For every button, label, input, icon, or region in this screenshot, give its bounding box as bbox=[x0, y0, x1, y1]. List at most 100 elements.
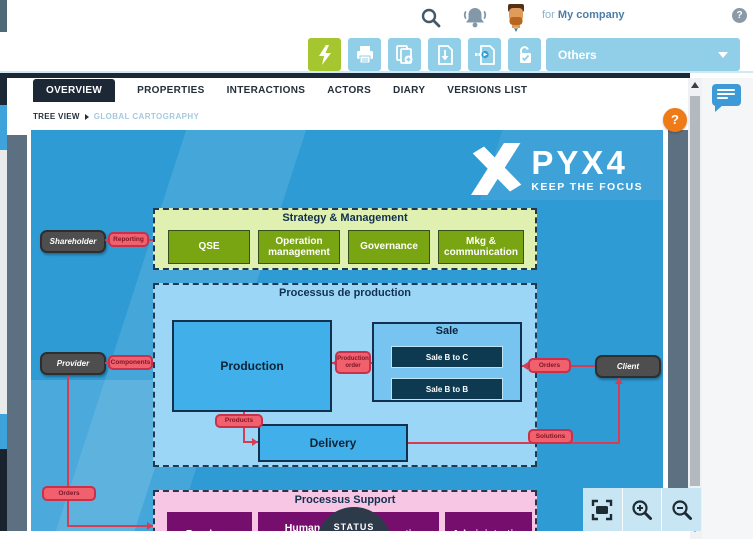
tab-actors[interactable]: ACTORS bbox=[327, 85, 372, 96]
actor-provider[interactable]: Provider bbox=[40, 352, 106, 375]
process-sale-b2c[interactable]: Sale B to C bbox=[391, 346, 503, 368]
process-operation-management[interactable]: Operation management bbox=[258, 230, 340, 264]
bottom-margin bbox=[0, 531, 690, 539]
breadcrumb-root[interactable]: TREE VIEW bbox=[33, 112, 80, 121]
process-sale-b2b[interactable]: Sale B to B bbox=[391, 378, 503, 400]
flow-label-orders-client[interactable]: Orders bbox=[528, 358, 571, 373]
pyx4-logo-icon bbox=[471, 143, 522, 195]
document-download-icon bbox=[437, 44, 453, 65]
flow-label-products[interactable]: Products bbox=[215, 414, 263, 428]
arrow-icon bbox=[615, 378, 623, 384]
zone-strategy-title: Strategy & Management bbox=[282, 212, 408, 224]
flow-label-orders-support[interactable]: Orders bbox=[42, 486, 96, 501]
actor-shareholder[interactable]: Shareholder bbox=[40, 230, 106, 253]
canvas-gutter-left bbox=[7, 135, 27, 531]
logo-brand: PYX4 bbox=[531, 143, 628, 181]
export-button[interactable] bbox=[468, 38, 501, 71]
tab-overview[interactable]: OVERVIEW bbox=[33, 79, 116, 102]
cartography-canvas[interactable]: PYX4 KEEP THE FOCUS Strategy & Managemen… bbox=[31, 130, 663, 531]
import-button[interactable] bbox=[428, 38, 461, 71]
flow-line bbox=[67, 376, 69, 527]
tab-properties[interactable]: PROPERTIES bbox=[137, 85, 205, 96]
zone-strategy[interactable]: Strategy & Management QSE Operation mana… bbox=[153, 208, 537, 270]
actor-client[interactable]: Client bbox=[595, 355, 661, 378]
quick-actions-button[interactable] bbox=[308, 38, 341, 71]
flow-line bbox=[243, 441, 258, 443]
flow-line bbox=[618, 378, 620, 444]
window-edge-accent bbox=[0, 0, 7, 32]
zoom-in-icon bbox=[632, 499, 652, 520]
process-production[interactable]: Production bbox=[172, 320, 332, 412]
breadcrumb-current: GLOBAL CARTOGRAPHY bbox=[93, 112, 200, 121]
unlock-button[interactable] bbox=[508, 38, 541, 71]
zoom-in-button[interactable] bbox=[621, 488, 662, 531]
company-name: My company bbox=[557, 9, 625, 21]
process-delivery[interactable]: Delivery bbox=[258, 424, 408, 462]
arrow-icon bbox=[522, 362, 528, 370]
notifications-bell-icon[interactable] bbox=[461, 5, 489, 31]
process-governance[interactable]: Governance bbox=[348, 230, 430, 264]
process-administrative[interactable]: Administrative bbox=[445, 512, 532, 531]
header-divider bbox=[0, 71, 753, 73]
flow-line bbox=[408, 442, 620, 444]
scrollbar-thumb[interactable] bbox=[690, 96, 700, 486]
process-mkg-communication[interactable]: Mkg & communication bbox=[438, 230, 524, 264]
document-plus-icon bbox=[395, 44, 412, 64]
flow-label-production-order[interactable]: Production order bbox=[335, 351, 371, 374]
flow-label-components[interactable]: Components bbox=[108, 355, 153, 370]
breadcrumb-arrow-icon bbox=[84, 113, 89, 120]
search-icon[interactable] bbox=[420, 7, 442, 29]
zoom-controls bbox=[583, 488, 701, 531]
fit-to-screen-button[interactable] bbox=[583, 488, 622, 531]
duplicate-button[interactable] bbox=[388, 38, 421, 71]
tab-bar: OVERVIEW PROPERTIES INTERACTIONS ACTORS … bbox=[33, 79, 527, 102]
flow-label-solutions[interactable]: Solutions bbox=[528, 429, 573, 444]
tab-versions-list[interactable]: VERSIONS LIST bbox=[447, 85, 528, 96]
pyx4-logo: PYX4 KEEP THE FOCUS bbox=[361, 138, 643, 200]
left-rail-segment bbox=[0, 449, 7, 531]
logo-tagline: KEEP THE FOCUS bbox=[531, 180, 643, 193]
zoom-out-button[interactable] bbox=[661, 488, 701, 531]
process-qse[interactable]: QSE bbox=[168, 230, 250, 264]
user-avatar[interactable] bbox=[504, 4, 528, 32]
tab-interactions[interactable]: INTERACTIONS bbox=[226, 85, 306, 96]
comments-icon-line bbox=[717, 89, 735, 91]
flow-label-reporting[interactable]: Reporting bbox=[108, 232, 149, 247]
left-rail-segment bbox=[0, 105, 7, 150]
comments-icon-tail bbox=[715, 105, 723, 112]
zone-production-title: Processus de production bbox=[278, 287, 412, 299]
lightning-icon bbox=[318, 44, 331, 65]
print-button[interactable] bbox=[348, 38, 381, 71]
tab-diary[interactable]: DIARY bbox=[393, 85, 426, 96]
comments-icon[interactable] bbox=[712, 84, 741, 112]
comments-icon-line bbox=[717, 97, 728, 99]
right-gutter bbox=[702, 78, 753, 539]
arrow-icon bbox=[252, 438, 258, 446]
sale-group[interactable]: Sale Sale B to C Sale B to B bbox=[372, 322, 522, 402]
contextual-help-button[interactable]: ? bbox=[663, 108, 687, 132]
printer-icon bbox=[356, 45, 373, 63]
breadcrumb: TREE VIEW GLOBAL CARTOGRAPHY bbox=[33, 112, 199, 121]
account-context[interactable]: for My company bbox=[542, 9, 625, 21]
process-purchase[interactable]: Purchase bbox=[167, 512, 252, 531]
left-rail-segment bbox=[0, 78, 7, 105]
scroll-up-icon[interactable] bbox=[691, 82, 699, 88]
padlock-check-icon bbox=[519, 45, 531, 63]
zoom-out-icon bbox=[672, 499, 692, 520]
left-rail-segment bbox=[0, 414, 7, 449]
sale-group-title: Sale bbox=[435, 325, 459, 337]
help-icon[interactable]: ? bbox=[732, 8, 747, 23]
comments-icon-line bbox=[717, 93, 735, 95]
context-prefix: for bbox=[542, 9, 555, 21]
arrow-icon bbox=[147, 522, 153, 530]
canvas-gutter-right bbox=[668, 130, 688, 531]
chevron-down-icon bbox=[718, 51, 728, 58]
flow-line bbox=[67, 525, 153, 527]
zone-support-title: Processus Support bbox=[294, 494, 396, 506]
panel-top-edge bbox=[0, 73, 690, 78]
others-dropdown[interactable]: Others bbox=[546, 38, 740, 71]
others-label: Others bbox=[558, 47, 597, 62]
left-rail-segment bbox=[0, 150, 7, 414]
document-export-icon bbox=[474, 44, 495, 65]
